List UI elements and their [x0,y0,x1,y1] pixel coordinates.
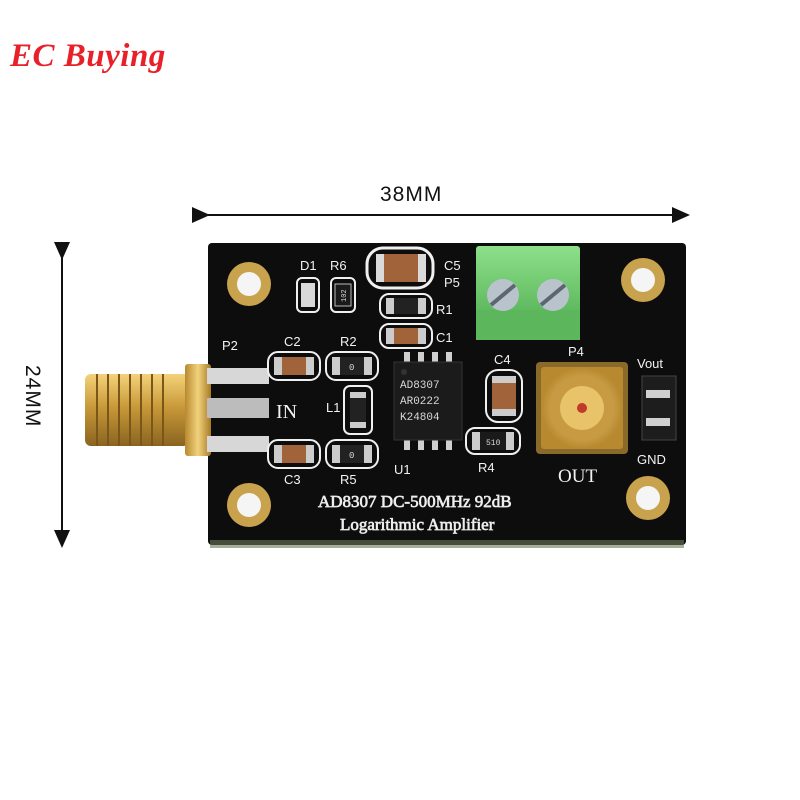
capacitor-c4 [485,369,523,423]
label-c1: C1 [436,330,453,345]
diode-d1 [296,277,320,313]
label-p5: P5 [444,275,460,290]
label-in: IN [276,401,297,423]
capacitor-c3 [267,439,321,469]
mounting-hole [626,476,670,520]
label-l1: L1 [326,400,340,415]
inductor-l1 [343,385,373,435]
board-title-line1: AD8307 DC-500MHz 92dB [318,492,512,511]
capacitor-c2 [267,351,321,381]
label-gnd: GND [637,452,666,467]
ic-ad8307 [393,352,463,450]
brand-logo-text: EC Buying [10,38,166,74]
label-p4: P4 [568,344,584,359]
resistor-r4-code: 510 [486,439,501,448]
resistor-r4 [465,427,521,455]
resistor-r2-code: 0 [349,363,354,373]
label-vout: Vout [637,356,663,371]
label-r4: R4 [478,460,495,475]
width-dimension-label: 38MM [380,183,443,206]
output-header-pins [641,375,677,441]
capacitor-c1 [379,323,433,349]
sma-input-connector [85,364,269,456]
label-c5: C5 [444,258,461,273]
resistor-r5-code: 0 [349,451,354,461]
label-u1: U1 [394,462,411,477]
label-r6: R6 [330,258,347,273]
label-c2: C2 [284,334,301,349]
label-r2: R2 [340,334,357,349]
label-c4: C4 [494,352,511,367]
label-p2: P2 [222,338,238,353]
screw-terminal-p5 [476,246,580,340]
resistor-r2 [325,351,379,381]
mounting-hole [227,483,271,527]
sma-output-connector [536,362,628,454]
label-r5: R5 [340,472,357,487]
label-out: OUT [558,466,597,487]
label-d1: D1 [300,258,317,273]
ic-marking-line1: AD8307 [400,380,440,392]
label-r1: R1 [436,302,453,317]
ic-marking-line2: AR0222 [400,396,440,408]
mounting-hole [621,258,665,302]
resistor-r5 [325,439,379,469]
resistor-r1 [379,293,433,319]
capacitor-c5 [365,246,435,290]
ic-marking-line3: K24804 [400,412,440,424]
resistor-r6 [330,277,356,313]
mounting-hole [227,262,271,306]
resistor-r6-code: 102 [341,289,349,302]
label-c3: C3 [284,472,301,487]
board-title-line2: Logarithmic Amplifier [340,515,495,534]
